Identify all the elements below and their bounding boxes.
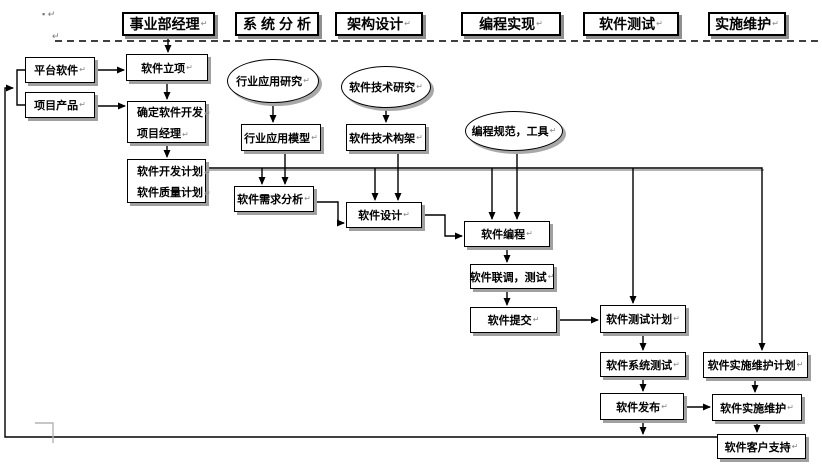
node-label-line: 项目经理↵ — [137, 127, 189, 140]
paragraph-mark: ↵ — [79, 100, 86, 109]
node-label: 行业应用模型 — [244, 132, 311, 145]
node-label: 软件技术构架 — [349, 132, 416, 145]
ellipse-coding-standards-tools[interactable]: 编程规范，工具↵ — [465, 111, 563, 151]
node-label: 软件测试计划 — [606, 314, 673, 326]
paragraph-mark: ↵ — [673, 314, 680, 323]
node-joint-debug-test[interactable]: 软件联调，测试↵ — [470, 264, 554, 289]
paragraph-mark: ↵ — [796, 360, 804, 369]
node-label: 软件客户支持 — [724, 441, 791, 454]
node-label: 软件实施维护计划 — [707, 360, 796, 372]
lane-architecture-design[interactable]: 架构设计↵ — [335, 12, 423, 36]
node-label: 软件联调，测试 — [469, 271, 547, 284]
paragraph-mark: ↵ — [673, 359, 680, 369]
paragraph-mark: ↵ — [204, 188, 211, 198]
node-label-line: 确定软件开发↵ — [137, 106, 211, 119]
paragraph-mark: ↵ — [303, 76, 310, 85]
lane-label: 系统分析 — [243, 16, 315, 32]
paragraph-mark: ↵ — [791, 441, 799, 451]
node-industry-app-model[interactable]: 行业应用模型↵ — [241, 124, 321, 151]
node-tech-architecture[interactable]: 软件技术构架↵ — [346, 124, 426, 151]
paragraph-mark: ↵ — [204, 108, 211, 118]
edge-dev-quality-plan--impl-maintenance-plan — [206, 167, 766, 351]
paragraph-mark: ↵ — [416, 132, 423, 142]
paragraph-mark: ↵ — [311, 132, 318, 142]
lane-label: 架构设计 — [347, 16, 404, 32]
node-label: 项目产品 — [34, 100, 79, 112]
paragraph-mark: ↵ — [526, 229, 533, 238]
ellipse-label: 软件技术研究 — [349, 82, 416, 94]
edge-requirement-analysis--software-design — [314, 201, 345, 227]
node-label: 软件实施维护 — [720, 402, 787, 415]
paragraph-mark: ↵ — [186, 62, 193, 72]
ellipse-label: 行业应用研究 — [236, 76, 303, 88]
lane-division-manager[interactable]: 事业部经理↵ — [122, 12, 215, 36]
node-dev-quality-plan[interactable]: 软件开发计划↵ 软件质量计划↵ — [127, 159, 211, 203]
paragraph-mark: ↵ — [200, 19, 208, 28]
node-system-test[interactable]: 软件系统测试↵ — [600, 352, 686, 377]
paragraph-mark: ↵ — [404, 19, 411, 28]
paragraph-mark: ▪ ↵ — [42, 9, 56, 19]
edge-feedback-line--input-bracket — [4, 84, 717, 438]
node-software-coding[interactable]: 软件编程↵ — [464, 221, 550, 247]
node-label: 软件立项 — [141, 62, 186, 75]
node-software-release[interactable]: 软件发布↵ — [600, 393, 684, 420]
ellipse-industry-app-research[interactable]: 行业应用研究↵ — [227, 59, 319, 103]
edge-software-design--software-coding — [422, 214, 463, 240]
node-label: 软件编程 — [481, 229, 526, 241]
paragraph-mark: ↵ — [787, 402, 794, 412]
edge-input-bracket--platform-project-inputs — [16, 69, 25, 106]
lane-label: 软件测试 — [599, 16, 656, 32]
node-platform-software[interactable]: 平台软件↵ — [25, 57, 95, 83]
lane-label: 实施维护 — [715, 16, 772, 32]
ellipse-label: 编程规范，工具 — [471, 126, 549, 138]
paragraph-mark: ↵ — [661, 401, 668, 411]
paragraph-mark: ↵ — [532, 315, 540, 324]
paragraph-mark: ↵ — [304, 194, 311, 203]
node-label-line: 软件质量计划↵ — [137, 186, 211, 199]
lane-software-testing[interactable]: 软件测试↵ — [583, 12, 679, 36]
paragraph-mark: ↵ — [79, 65, 86, 74]
paragraph-mark: ↵ — [182, 129, 189, 139]
paragraph-mark: ↵ — [204, 167, 211, 177]
node-label: 软件提交 — [487, 315, 532, 327]
paragraph-mark: ↵ — [547, 271, 555, 281]
paragraph-mark: ↵ — [772, 19, 779, 28]
node-label: 软件发布 — [616, 401, 661, 414]
node-project-product[interactable]: 项目产品↵ — [25, 92, 95, 118]
ellipse-software-tech-research[interactable]: 软件技术研究↵ — [341, 66, 431, 108]
node-label: 软件设计 — [358, 210, 403, 222]
lane-implementation-maintenance[interactable]: 实施维护↵ — [708, 12, 786, 36]
paragraph-mark: ↵ — [52, 31, 60, 41]
lane-system-analysis[interactable]: 系统分析 — [235, 12, 319, 36]
paragraph-mark: ↵ — [403, 210, 410, 219]
lane-label: 编程实现 — [479, 16, 536, 32]
node-label: 软件系统测试 — [606, 359, 673, 372]
lane-label: 事业部经理 — [129, 16, 200, 32]
node-test-plan[interactable]: 软件测试计划↵ — [600, 305, 686, 333]
node-requirement-analysis[interactable]: 软件需求分析↵ — [234, 186, 314, 212]
node-software-design[interactable]: 软件设计↵ — [346, 202, 422, 228]
node-impl-maintenance-plan[interactable]: 软件实施维护计划↵ — [703, 352, 808, 378]
paragraph-mark: ↵ — [549, 126, 557, 135]
node-label: 平台软件 — [34, 65, 79, 77]
node-software-submit[interactable]: 软件提交↵ — [470, 307, 557, 333]
paragraph-mark: ↵ — [536, 19, 543, 28]
paragraph-mark: ↵ — [656, 19, 663, 28]
lane-coding-implementation[interactable]: 编程实现↵ — [461, 12, 561, 36]
paragraph-mark: ↵ — [416, 82, 423, 91]
node-customer-support[interactable]: 软件客户支持↵ — [717, 434, 806, 459]
node-software-initiation[interactable]: 软件立项↵ — [126, 54, 208, 81]
stray-connector-artifact — [35, 422, 54, 443]
node-confirm-dev-pm[interactable]: 确定软件开发↵ 项目经理↵ — [127, 101, 211, 143]
node-label: 软件需求分析 — [237, 194, 304, 206]
node-impl-maintenance[interactable]: 软件实施维护↵ — [712, 394, 802, 421]
node-label-line: 软件开发计划↵ — [137, 165, 211, 178]
